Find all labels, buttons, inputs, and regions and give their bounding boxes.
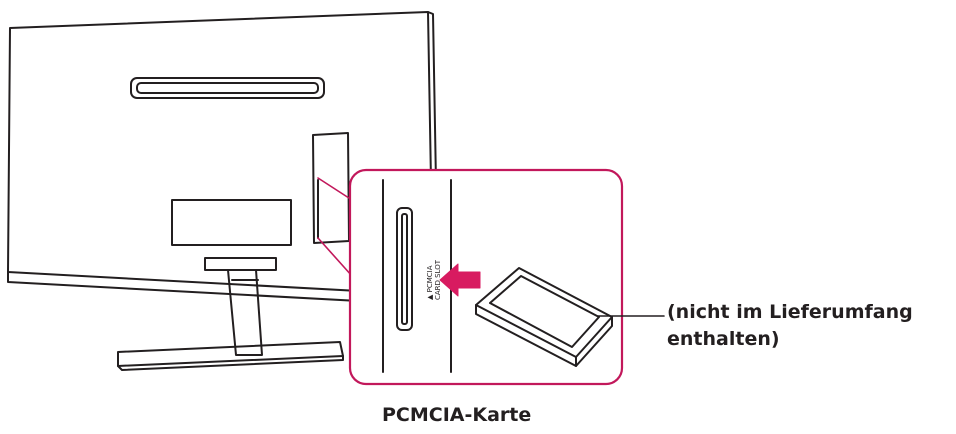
rear-vent bbox=[171, 199, 292, 246]
slot-label: ▲ PCMCIA CARD SLOT bbox=[426, 260, 442, 300]
figure-caption: PCMCIA-Karte bbox=[382, 404, 532, 426]
card-note: (nicht im Lieferumfang enthalten) bbox=[667, 299, 913, 353]
callout-frame bbox=[348, 168, 624, 386]
card-note-line1: (nicht im Lieferumfang bbox=[667, 301, 913, 323]
insert-arrow-icon bbox=[439, 263, 481, 297]
card-note-line2: enthalten) bbox=[667, 328, 780, 350]
tv-stand bbox=[117, 257, 344, 371]
pcmcia-slot bbox=[396, 207, 413, 331]
callout-connector bbox=[317, 177, 353, 277]
pcmcia-card-icon bbox=[475, 267, 613, 367]
slot-label-line1: ▲ PCMCIA bbox=[426, 265, 434, 301]
top-vent-slot bbox=[130, 77, 325, 99]
side-connector-panel bbox=[312, 132, 350, 244]
slot-label-line2: CARD SLOT bbox=[434, 259, 442, 300]
